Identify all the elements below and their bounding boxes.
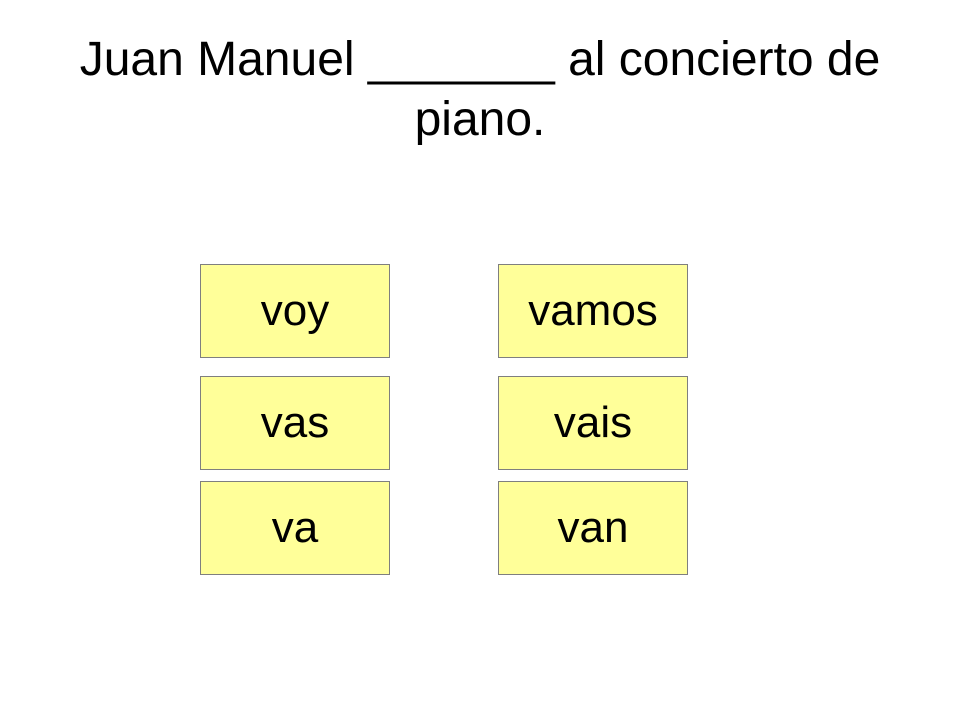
option-van-button[interactable]: van: [498, 481, 688, 575]
option-vais-button[interactable]: vais: [498, 376, 688, 470]
option-voy-button[interactable]: voy: [200, 264, 390, 358]
option-vamos-button[interactable]: vamos: [498, 264, 688, 358]
question-text: Juan Manuel _______ al concierto de pian…: [79, 33, 881, 146]
option-vas-button[interactable]: vas: [200, 376, 390, 470]
option-va-button[interactable]: va: [200, 481, 390, 575]
